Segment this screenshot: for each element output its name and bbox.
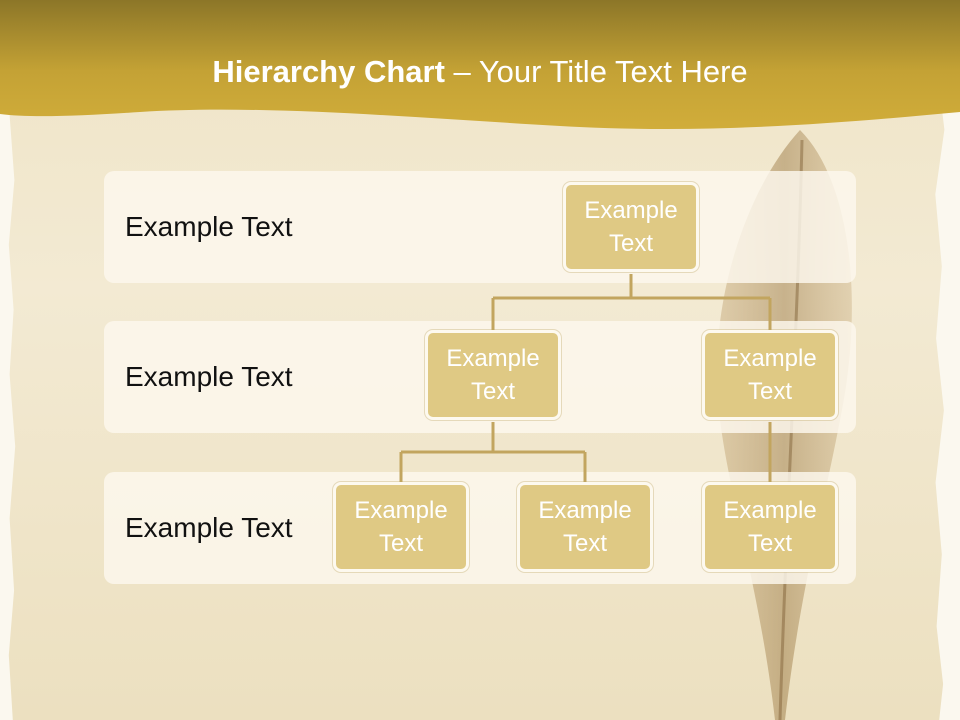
node-root-line1: Example (584, 197, 678, 224)
page-title: Hierarchy Chart – Your Title Text Here (0, 54, 960, 90)
node-child-right-line1: Example (723, 345, 817, 372)
node-root-line2: Text (608, 230, 653, 257)
node-grandchild-1-line1: Example (354, 497, 448, 524)
node-grandchild-3-line1: Example (723, 497, 817, 524)
node-grandchild-2-line1: Example (538, 497, 632, 524)
title-bold: Hierarchy Chart (212, 54, 445, 89)
node-grandchild-2-line2: Text (562, 530, 607, 557)
level-band-1 (104, 171, 856, 283)
node-child-left-line1: Example (446, 345, 540, 372)
node-child-right-line2: Text (747, 378, 792, 405)
header-banner (0, 0, 960, 130)
node-grandchild-1-line2: Text (378, 530, 423, 557)
level-label-1: Example Text (125, 211, 293, 242)
title-rest: – Your Title Text Here (444, 54, 748, 89)
level-label-2: Example Text (125, 361, 293, 392)
node-grandchild-3-line2: Text (747, 530, 792, 557)
level-label-3: Example Text (125, 512, 293, 543)
node-child-left-line2: Text (470, 378, 515, 405)
